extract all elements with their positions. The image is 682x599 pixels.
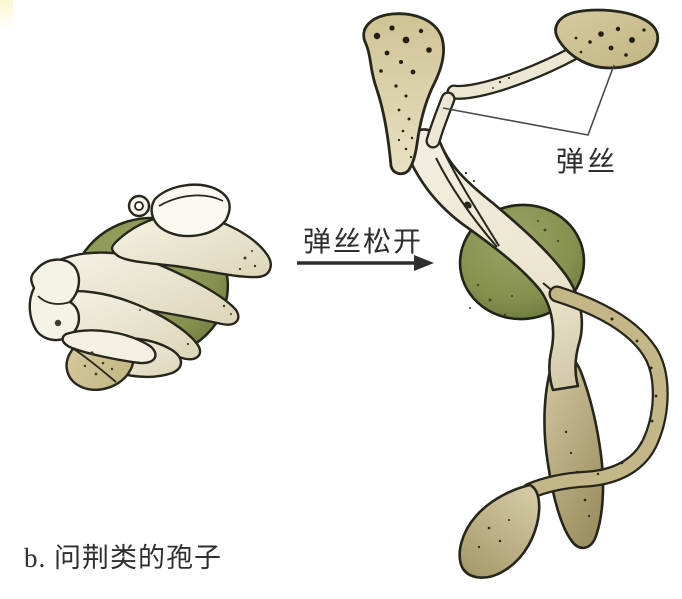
- spore-body-right-speckles: [469, 220, 560, 317]
- band-speckles: [54, 250, 257, 376]
- right-spore-figure: [362, 8, 669, 579]
- elater-crease: [435, 151, 500, 248]
- coiled-elater-bands: [28, 183, 272, 391]
- elater-club-left-speckles: [373, 25, 432, 159]
- transform-arrow-icon: [297, 255, 434, 271]
- figure-caption: b. 问荆类的孢子: [24, 543, 222, 573]
- elater-ribbon-loop: [521, 285, 669, 500]
- elater-label: 弹丝: [556, 147, 619, 178]
- elater-club-right-speckles: [492, 26, 646, 89]
- elater-pointer-lines: [442, 64, 615, 136]
- elater-spoon-tip-left: [458, 483, 541, 579]
- arrow-label: 弹丝松开: [302, 227, 423, 258]
- elater-spoon-tip-main: [543, 353, 605, 550]
- coil-top-cup: [150, 183, 231, 238]
- left-spore-figure: [28, 183, 272, 391]
- scan-artifact: [0, 0, 13, 30]
- ribbon-dots: [464, 171, 658, 549]
- elater-club-right: [554, 8, 660, 70]
- elater-club-left: [362, 12, 445, 176]
- elater-ribbon-upper: [425, 46, 580, 149]
